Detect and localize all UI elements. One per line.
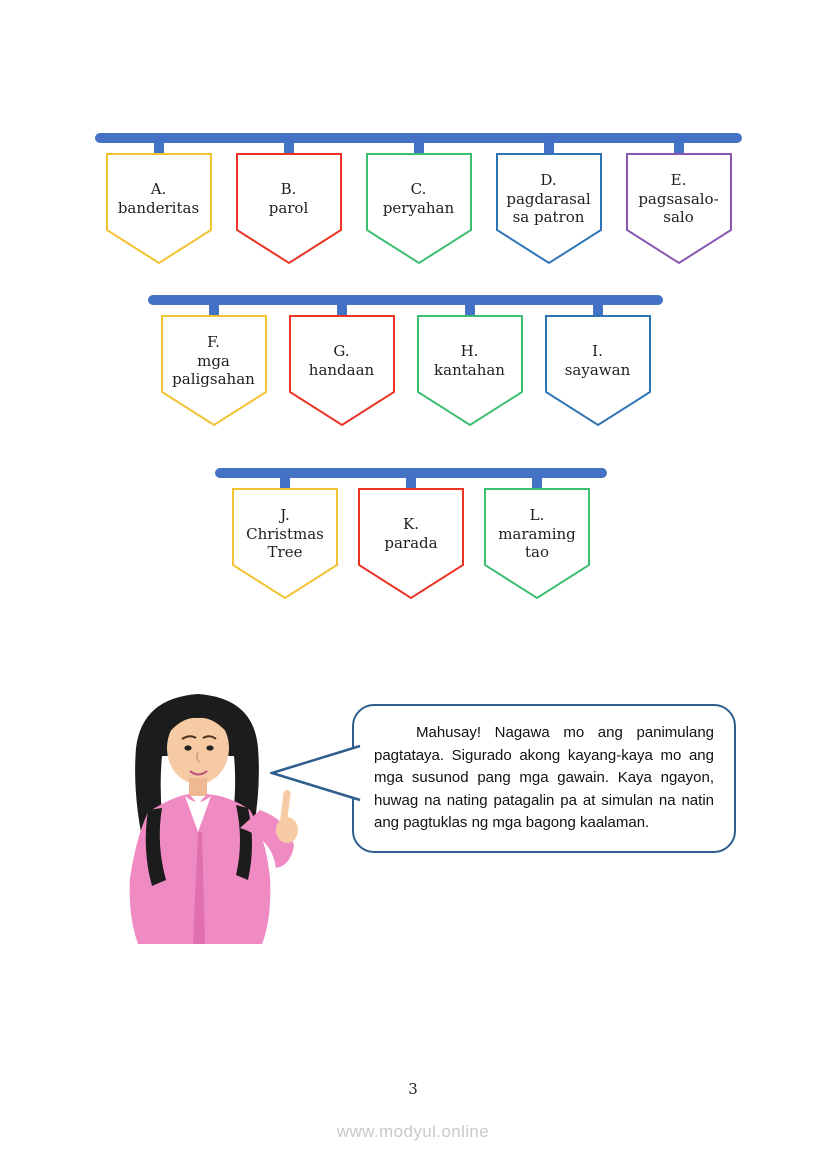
pennant-shape: [235, 153, 342, 265]
pennant-label: parada: [384, 534, 438, 552]
pennant-shape: [416, 315, 523, 427]
pennant-label: parol: [268, 199, 309, 217]
pennant-d: D. pagdarasal sa patron: [495, 142, 602, 265]
banner-row-3: J. Christmas Tree K. parada: [215, 468, 607, 600]
pennant-letter: B.: [280, 180, 297, 199]
pennant-stem: [153, 142, 164, 153]
pennant-b: B. parol: [235, 142, 342, 265]
pennant-body: I. sayawan: [544, 315, 651, 427]
pennant-stem: [413, 142, 424, 153]
pennant-letter: F.: [207, 332, 220, 351]
pennant-label: pagsasalo-salo: [638, 189, 719, 227]
pennant-label: sayawan: [564, 361, 631, 379]
pennant-label: handaan: [308, 361, 375, 379]
pennant-stem: [464, 304, 475, 315]
teacher-illustration: [129, 694, 298, 944]
pennant-text: G. handaan: [298, 323, 386, 399]
banner-bar: [215, 468, 607, 478]
pennant-text: E. pagsasalo-salo: [635, 161, 723, 237]
pennant-shape: [484, 488, 590, 600]
pennant-letter: L.: [529, 505, 545, 524]
banner-row-1: A. banderitas B. parol: [95, 133, 742, 265]
banner-bar: [148, 295, 663, 305]
pennant-strip: F. mga paligsahan G. handaan: [148, 304, 663, 427]
pennant-a: A. banderitas: [105, 142, 212, 265]
pennant-label: Christmas Tree: [246, 524, 324, 562]
pennant-letter: G.: [333, 342, 350, 361]
pennant-text: D. pagdarasal sa patron: [505, 161, 593, 237]
speech-bubble: Mahusay! Nagawa mo ang panimulang pagtat…: [270, 704, 736, 853]
pennant-k: K. parada: [358, 477, 464, 600]
pennant-strip: A. banderitas B. parol: [95, 142, 742, 265]
pennant-stem: [208, 304, 219, 315]
pennant-h: H. kantahan: [416, 304, 523, 427]
pennant-shape: [160, 315, 267, 427]
banner-bar: [95, 133, 742, 143]
pennant-body: F. mga paligsahan: [160, 315, 267, 427]
pennant-text: A. banderitas: [115, 161, 203, 237]
pennant-text: F. mga paligsahan: [170, 323, 258, 399]
pennant-stem: [543, 142, 554, 153]
pennant-shape: [358, 488, 464, 600]
pennant-shape: [544, 315, 651, 427]
pennant-stem: [406, 477, 416, 488]
pennant-shape: [365, 153, 472, 265]
pennant-g: G. handaan: [288, 304, 395, 427]
pennant-stem: [592, 304, 603, 315]
pennant-shape: [105, 153, 212, 265]
pennant-letter: D.: [540, 170, 557, 189]
pennant-text: C. peryahan: [375, 161, 463, 237]
pennant-e: E. pagsasalo-salo: [625, 142, 732, 265]
pennant-body: H. kantahan: [416, 315, 523, 427]
pennant-text: B. parol: [245, 161, 333, 237]
pennant-text: H. kantahan: [426, 323, 514, 399]
pennant-shape: [288, 315, 395, 427]
pennant-body: E. pagsasalo-salo: [625, 153, 732, 265]
pennant-body: L. maraming tao: [484, 488, 590, 600]
pennant-letter: J.: [280, 505, 290, 524]
pennant-body: B. parol: [235, 153, 342, 265]
pennant-letter: C.: [410, 180, 427, 199]
pennant-body: J. Christmas Tree: [232, 488, 338, 600]
page-number: 3: [408, 1080, 418, 1098]
pennant-stem: [532, 477, 542, 488]
speech-bubble-tail: [270, 744, 361, 802]
pennant-body: A. banderitas: [105, 153, 212, 265]
pennant-l: L. maraming tao: [484, 477, 590, 600]
pennant-body: G. handaan: [288, 315, 395, 427]
pennant-shape: [495, 153, 602, 265]
pennant-stem: [280, 477, 290, 488]
pennant-text: L. maraming tao: [493, 496, 581, 572]
pennant-letter: K.: [403, 515, 419, 534]
pennant-c: C. peryahan: [365, 142, 472, 265]
pennant-letter: A.: [150, 180, 167, 199]
pennant-letter: I.: [592, 342, 603, 361]
pennant-body: K. parada: [358, 488, 464, 600]
pennant-shape: [625, 153, 732, 265]
speech-text: Mahusay! Nagawa mo ang panimulang pagtat…: [374, 724, 714, 831]
pennant-j: J. Christmas Tree: [232, 477, 338, 600]
pennant-label: banderitas: [117, 199, 200, 217]
pennant-label: kantahan: [434, 361, 505, 379]
pennant-shape: [232, 488, 338, 600]
pennant-stem: [336, 304, 347, 315]
pennant-strip: J. Christmas Tree K. parada: [215, 477, 607, 600]
pennant-text: J. Christmas Tree: [241, 496, 329, 572]
pennant-text: K. parada: [367, 496, 455, 572]
pennant-label: peryahan: [382, 199, 455, 217]
pennant-text: I. sayawan: [554, 323, 642, 399]
pennant-label: mga paligsahan: [172, 351, 255, 389]
pennant-body: D. pagdarasal sa patron: [495, 153, 602, 265]
watermark: www.modyul.online: [336, 1122, 490, 1141]
pennant-stem: [673, 142, 684, 153]
pennant-i: I. sayawan: [544, 304, 651, 427]
pennant-label: maraming tao: [498, 524, 576, 562]
pennant-label: pagdarasal sa patron: [506, 189, 591, 227]
pennant-letter: E.: [670, 170, 687, 189]
pennant-stem: [283, 142, 294, 153]
pennant-body: C. peryahan: [365, 153, 472, 265]
banner-row-2: F. mga paligsahan G. handaan: [148, 295, 663, 427]
pennant-letter: H.: [460, 342, 479, 361]
pennant-f: F. mga paligsahan: [160, 304, 267, 427]
